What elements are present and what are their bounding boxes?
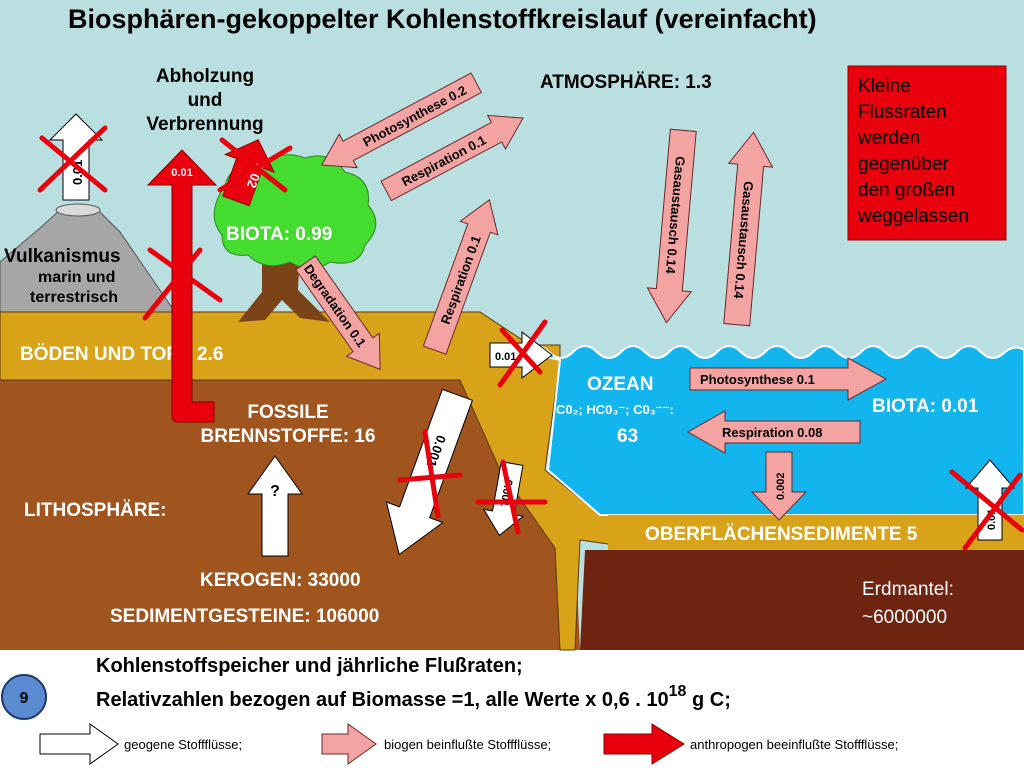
footer-line-2-exponent: 18 [669,683,687,700]
deforestation-label-line3: Verbrennung [146,114,263,135]
note-box: Kleine Flussraten werden gegenüber den g… [847,65,1007,241]
ocean-value-label: 63 [617,426,638,447]
sediment-rocks-label: SEDIMENTGESTEINE: 106000 [110,606,379,627]
diagram-title: Biosphären-gekoppelter Kohlenstoffkreisl… [68,4,817,34]
mantle-label-line1: Erdmantel: [862,579,954,600]
cross-mark-river [497,319,548,388]
kerogen-flux-label: ? [270,483,280,500]
photosynthesis-ocean-arrow-shape [689,357,888,401]
note-line-3: werden [857,128,920,149]
respiration-ocean-arrow-shape [686,410,861,454]
volcanism-line3: terrestrisch [30,289,118,306]
ocean-label: OZEAN [587,374,654,395]
legend: geogene Stoffflüsse; biogen beinflußte S… [39,723,898,765]
degradation-arrow-shape [295,255,381,371]
legend-geogen-label: geogene Stoffflüsse; [124,737,242,752]
gas-exchange-up-arrow: Gasaustausch 0.14 [723,131,774,327]
page-number-badge: 9 [1,674,47,720]
kerogen-flux-arrow-shape [247,455,303,557]
legend-biogen-label: biogen beinflußte Stoffflüsse; [384,737,551,752]
ocean-sediment-layer [608,515,1024,550]
respiration-soil-arrow-shape [422,198,499,355]
biota-land-label: BIOTA: 0.99 [226,224,332,245]
fossil-fuels-line1: FOSSILE [247,402,328,423]
cross-mark-lithosphere [397,429,463,519]
footer-line-2-end: g C; [686,689,730,711]
mantle-label-line2: ~6000000 [862,607,947,628]
volcanism-line2: marin und [38,269,115,286]
legend-anthropogen-arrow [603,723,685,765]
river-flux-label: 0.01 [495,351,516,363]
cross-mark-burial [475,459,548,535]
kerogen-label: KEROGEN: 33000 [200,570,361,591]
gas-exchange-up-arrow-shape [723,131,774,327]
sediment-flux-arrow-shape [964,459,1016,541]
cross-mark-sediment [949,469,1024,551]
page-number: 9 [20,690,29,707]
lithosphere-label: LITHOSPHÄRE: [24,500,167,521]
mantle-region [580,550,1024,650]
deforestation-label-line1: Abholzung [156,66,254,87]
legend-anthropogen-label: anthropogen beeinflußte Stoffflüsse; [690,737,898,752]
deforestation-flux-arrow: 0.01 [146,149,218,423]
note-line-2: Flussraten [858,102,947,123]
volcano-crater [55,203,101,217]
note-line-6: weggelassen [857,206,969,227]
note-box-background [847,65,1007,241]
footer-background [0,650,1024,768]
surface-sediments-label: OBERFLÄCHENSEDIMENTE 5 [645,524,918,545]
footer-line-2: Relativzahlen bezogen auf Biomasse =1, a… [96,683,731,711]
soils-label: BÖDEN UND TORF 2.6 [20,344,223,365]
cross-mark-volcano [37,125,108,193]
footer-line-1: Kohlenstoffspeicher und jährliche Flußra… [96,655,523,677]
footer-line-2-main: Relativzahlen bezogen auf Biomasse =1, a… [96,689,669,711]
biota-ocean-label: BIOTA: 0.01 [872,396,979,417]
photosynthesis-ocean-arrow: Photosynthese 0.1 [689,357,888,401]
cross-mark-volcano-base [142,247,223,321]
photosynthesis-land-arrow-shape [320,72,483,169]
sedimentation-arrow-shape [750,451,808,521]
atmosphere-label: ATMOSPHÄRE: 1.3 [540,72,712,93]
ocean-species-label: C0₂; HC0₃⁻; C0₃⁻⁻: [556,402,674,417]
cross-mark-land-use [217,137,293,193]
note-line-1: Kleine [858,76,911,97]
deforestation-label-line2: und [188,90,223,111]
volcanism-title: Vulkanismus [4,246,121,267]
fossil-fuels-line2: BRENNSTOFFE: 16 [201,426,376,447]
tree-trunk [238,250,330,322]
respiration-ocean-label: Respiration 0.08 [722,425,822,440]
respiration-ocean-arrow: Respiration 0.08 [686,410,861,454]
deforestation-flux-arrow-shape [146,149,218,423]
sedimentation-label: 0.002 [775,472,787,500]
respiration-land-arrow-shape [380,114,524,202]
note-line-5: den großen [858,180,955,201]
kerogen-flux-arrow: ? [247,455,303,557]
gas-exchange-down-arrow-shape [646,128,697,324]
legend-geogen-arrow [39,723,119,765]
sedimentation-arrow: 0.002 [750,451,808,521]
deforestation-flux-label: 0.01 [171,167,192,179]
legend-biogen-arrow [321,723,377,765]
gas-exchange-down-arrow: Gasaustausch 0.14 [646,128,697,324]
page-number-circle [1,674,47,720]
photosynthesis-ocean-label: Photosynthese 0.1 [700,372,815,387]
note-line-4: gegenüber [858,154,950,175]
